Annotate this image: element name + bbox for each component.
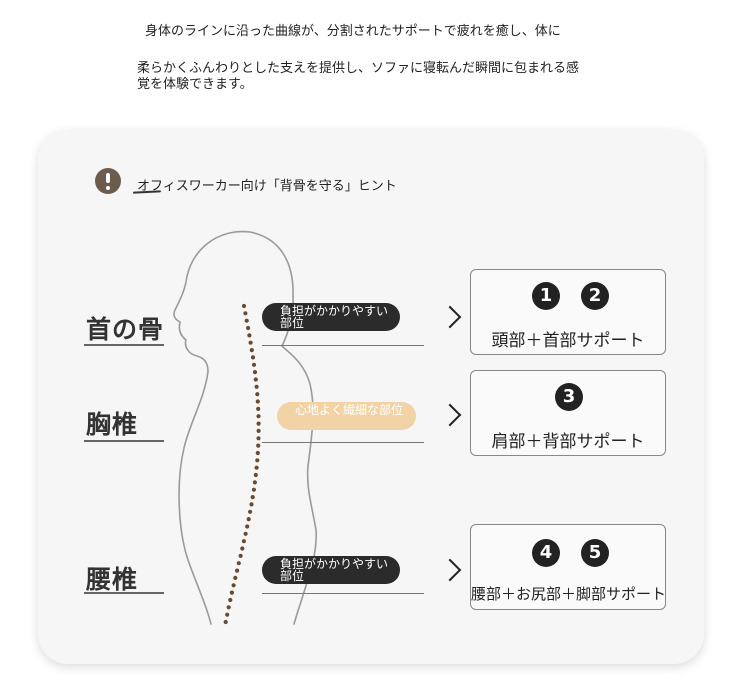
spine-dot — [244, 318, 249, 323]
spine-dot — [254, 384, 259, 389]
spine-dot — [231, 583, 236, 588]
spine-dot — [256, 428, 261, 433]
spine-dot — [256, 414, 261, 419]
spine-dot — [256, 436, 261, 441]
spine-dot — [241, 539, 246, 544]
spine-dot — [250, 495, 255, 500]
spine-dot — [253, 472, 258, 478]
neck-pill-line — [262, 345, 424, 346]
spine-dot — [245, 524, 250, 529]
spine-dot — [226, 605, 231, 610]
hint-title: オフィスワーカー向け「背骨を守る」ヒント — [137, 179, 397, 194]
shoulder-back-support-label: 肩部＋背部サポート — [491, 432, 645, 452]
spine-dot — [246, 517, 251, 522]
spine-dots — [223, 303, 261, 625]
intro-line-1: 身体のラインに沿った曲線が、分割されたサポートで疲れを癒し、体に — [145, 24, 561, 39]
spine-dot — [228, 597, 233, 603]
spine-dot — [255, 392, 260, 397]
region-lumbar-label: 腰椎 — [86, 565, 139, 594]
spine-dot — [240, 546, 245, 551]
spine-dot — [247, 333, 252, 338]
region-thoracic-label: 胸椎 — [86, 410, 139, 439]
number-badge: 1 — [532, 282, 560, 310]
intro-line-3: 覚を体験できます。 — [137, 77, 253, 92]
spine-dot — [250, 355, 256, 360]
spine-dot — [248, 340, 253, 345]
spine-dot — [248, 509, 253, 514]
spine-dot — [251, 362, 257, 367]
head-neck-support-box: 1 2 頭部＋首部サポート — [470, 269, 666, 355]
spine-dot — [256, 406, 261, 411]
spine-dot — [255, 458, 260, 463]
spine-dot — [256, 421, 261, 426]
spine-dot — [255, 450, 260, 456]
spine-dot — [238, 553, 243, 559]
spine-dot — [255, 399, 260, 404]
spine-dot — [256, 443, 261, 448]
spine-dot — [254, 465, 259, 470]
spine-dot — [253, 377, 258, 382]
spine-dot — [243, 311, 248, 316]
shoulder-back-support-box: 3 肩部＋背部サポート — [470, 370, 666, 456]
region-neck-underline — [84, 344, 164, 346]
silhouette-head-outline — [173, 230, 294, 625]
spine-dot — [249, 348, 254, 353]
number-badge: 4 — [532, 539, 560, 567]
lumbar-burden-pill: 負担がかかりやすい部位 — [262, 556, 400, 584]
head-neck-support-label: 頭部＋首部サポート — [491, 331, 645, 351]
spine-dot — [236, 561, 241, 566]
number-badge: 5 — [581, 539, 609, 567]
waist-hip-leg-support-label: 腰部＋お尻部＋脚部サポート — [471, 585, 667, 603]
thoracic-pill-line — [262, 442, 424, 443]
waist-hip-leg-support-box: 4 5 腰部＋お尻部＋脚部サポート — [470, 524, 666, 610]
spine-dot — [252, 480, 257, 485]
intro-text: 身体のラインに沿った曲線が、分割されたサポートで疲れを癒し、体に 柔らかくふんわ… — [137, 24, 657, 93]
number-badge: 2 — [581, 282, 609, 310]
spine-dot — [229, 590, 234, 595]
spine-dot — [241, 303, 247, 309]
exclamation-circle-icon — [95, 168, 121, 194]
lumbar-pill-line — [262, 593, 424, 594]
spine-dot — [223, 619, 228, 625]
region-thoracic-underline — [84, 440, 164, 442]
spine-dot — [233, 575, 238, 581]
spine-dot — [251, 487, 256, 492]
spine-dot — [225, 612, 230, 617]
intro-line-2: 柔らかくふんわりとした支えを提供し、ソファに寝転んだ瞬間に包まれる感 — [137, 61, 580, 76]
number-badge: 3 — [555, 383, 583, 411]
spine-dot — [243, 531, 248, 536]
spine-dot — [246, 325, 251, 331]
region-lumbar-underline — [84, 592, 164, 594]
thoracic-delicate-pill: 心地よく繊細な部位 — [277, 402, 416, 430]
neck-burden-pill: 負担がかかりやすい部位 — [262, 303, 400, 331]
spine-dot — [235, 568, 240, 573]
spine-dot — [252, 370, 258, 375]
spine-dot — [249, 502, 254, 507]
region-neck-label: 首の骨 — [86, 315, 165, 344]
